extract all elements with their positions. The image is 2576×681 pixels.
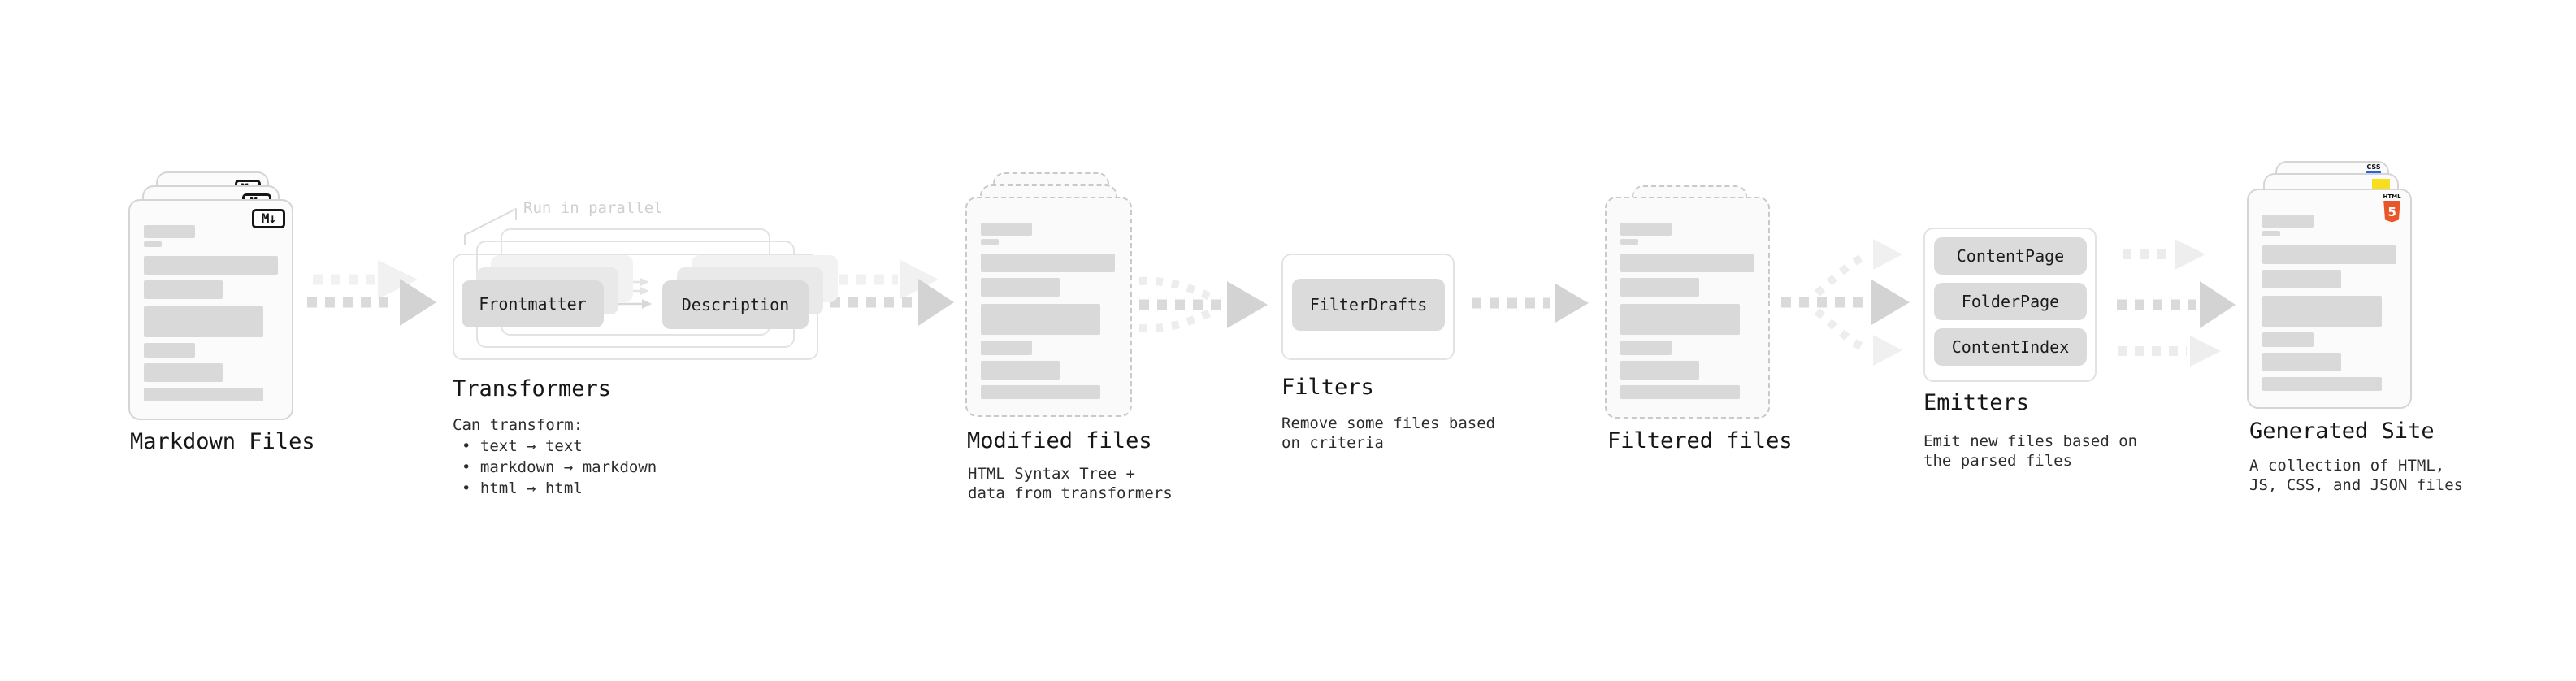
- text-line-placeholder: [144, 343, 195, 358]
- text-line-placeholder: [1620, 340, 1672, 355]
- text-line-placeholder: [2262, 231, 2280, 236]
- svg-text:5: 5: [2387, 205, 2396, 219]
- text-line-placeholder: [1620, 254, 1754, 272]
- stage-label-generated-site: Generated Site: [2249, 419, 2435, 444]
- svg-text:HTML: HTML: [2383, 193, 2401, 200]
- stage-label-filters: Filters: [1281, 375, 1374, 400]
- transformers-bullet: • html → html: [462, 479, 583, 497]
- text-line-placeholder: [144, 241, 162, 247]
- text-line-placeholder: [144, 363, 223, 382]
- text-line-placeholder: [981, 340, 1032, 355]
- arrow-filters-to-filtered-icon: [1472, 284, 1589, 323]
- emitters-desc: Emit new files based on the parsed files: [1923, 432, 2138, 470]
- text-line-placeholder: [1620, 304, 1740, 335]
- stage-label-emitters: Emitters: [1923, 390, 2030, 415]
- text-line-placeholder: [2262, 353, 2341, 371]
- text-line-placeholder: [1620, 385, 1740, 399]
- html-document-front: HTML 5: [2247, 189, 2412, 409]
- frontmatter-transformer-box: Frontmatter: [462, 280, 604, 327]
- text-line-placeholder: [981, 223, 1032, 236]
- text-line-placeholder: [1620, 239, 1638, 245]
- text-line-placeholder: [981, 278, 1060, 297]
- text-line-placeholder: [144, 280, 223, 299]
- text-line-placeholder: [144, 388, 263, 401]
- filters-container: [1281, 254, 1455, 360]
- filtered-document-front: [1605, 197, 1770, 419]
- text-line-placeholder: [2262, 296, 2382, 327]
- emitter-folder-page-box: FolderPage: [1934, 283, 2087, 320]
- modified-document-front: [965, 197, 1132, 417]
- text-line-placeholder: [2262, 245, 2396, 264]
- text-line-placeholder: [144, 256, 278, 275]
- arrow-transformers-to-modified-icon: [830, 260, 954, 326]
- html5-icon: HTML 5: [2383, 193, 2401, 223]
- text-line-placeholder: [981, 304, 1100, 335]
- markdown-icon: M↓: [252, 209, 285, 228]
- arrow-markdown-to-transformers-icon: [307, 260, 436, 326]
- emitter-content-index-box: ContentIndex: [1934, 328, 2087, 366]
- emitter-content-page-box: ContentPage: [1934, 237, 2087, 275]
- emitters-container: [1923, 228, 2097, 382]
- text-line-placeholder: [2262, 270, 2341, 288]
- text-line-placeholder: [1620, 361, 1699, 380]
- text-line-placeholder: [1620, 278, 1699, 297]
- css-icon: CSS: [2366, 164, 2381, 174]
- text-line-placeholder: [2262, 332, 2314, 347]
- transformers-desc-title: Can transform:: [453, 416, 583, 434]
- stage-label-markdown-files: Markdown Files: [130, 429, 315, 454]
- transformers-bullet: • text → text: [462, 437, 583, 455]
- arrow-emitters-to-generated-icon: [2117, 239, 2236, 367]
- description-transformer-box: Description: [662, 280, 809, 329]
- stage-label-filtered-files: Filtered files: [1607, 428, 1793, 453]
- arrow-modified-to-filters-icon: [1138, 276, 1268, 333]
- transformers-bullet: • markdown → markdown: [462, 458, 657, 476]
- stage-label-transformers: Transformers: [453, 376, 612, 401]
- generated-site-desc: A collection of HTML, JS, CSS, and JSON …: [2249, 457, 2464, 494]
- run-in-parallel-note: Run in parallel: [523, 199, 663, 217]
- text-line-placeholder: [981, 239, 999, 245]
- text-line-placeholder: [981, 361, 1060, 380]
- filters-desc: Remove some files based on criteria: [1281, 414, 1496, 452]
- text-line-placeholder: [1620, 223, 1672, 236]
- text-line-placeholder: [981, 385, 1100, 399]
- modified-files-desc: HTML Syntax Tree + data from transformer…: [968, 465, 1173, 502]
- text-line-placeholder: [981, 254, 1115, 272]
- arrow-filtered-to-emitters-icon: [1781, 239, 1910, 366]
- filter-drafts-box: FilterDrafts: [1292, 279, 1445, 331]
- text-line-placeholder: [144, 306, 263, 337]
- text-line-placeholder: [144, 225, 195, 238]
- text-line-placeholder: [2262, 377, 2382, 391]
- stage-label-modified-files: Modified files: [967, 428, 1152, 453]
- markdown-document-front: M↓: [128, 199, 293, 420]
- text-line-placeholder: [2262, 215, 2314, 228]
